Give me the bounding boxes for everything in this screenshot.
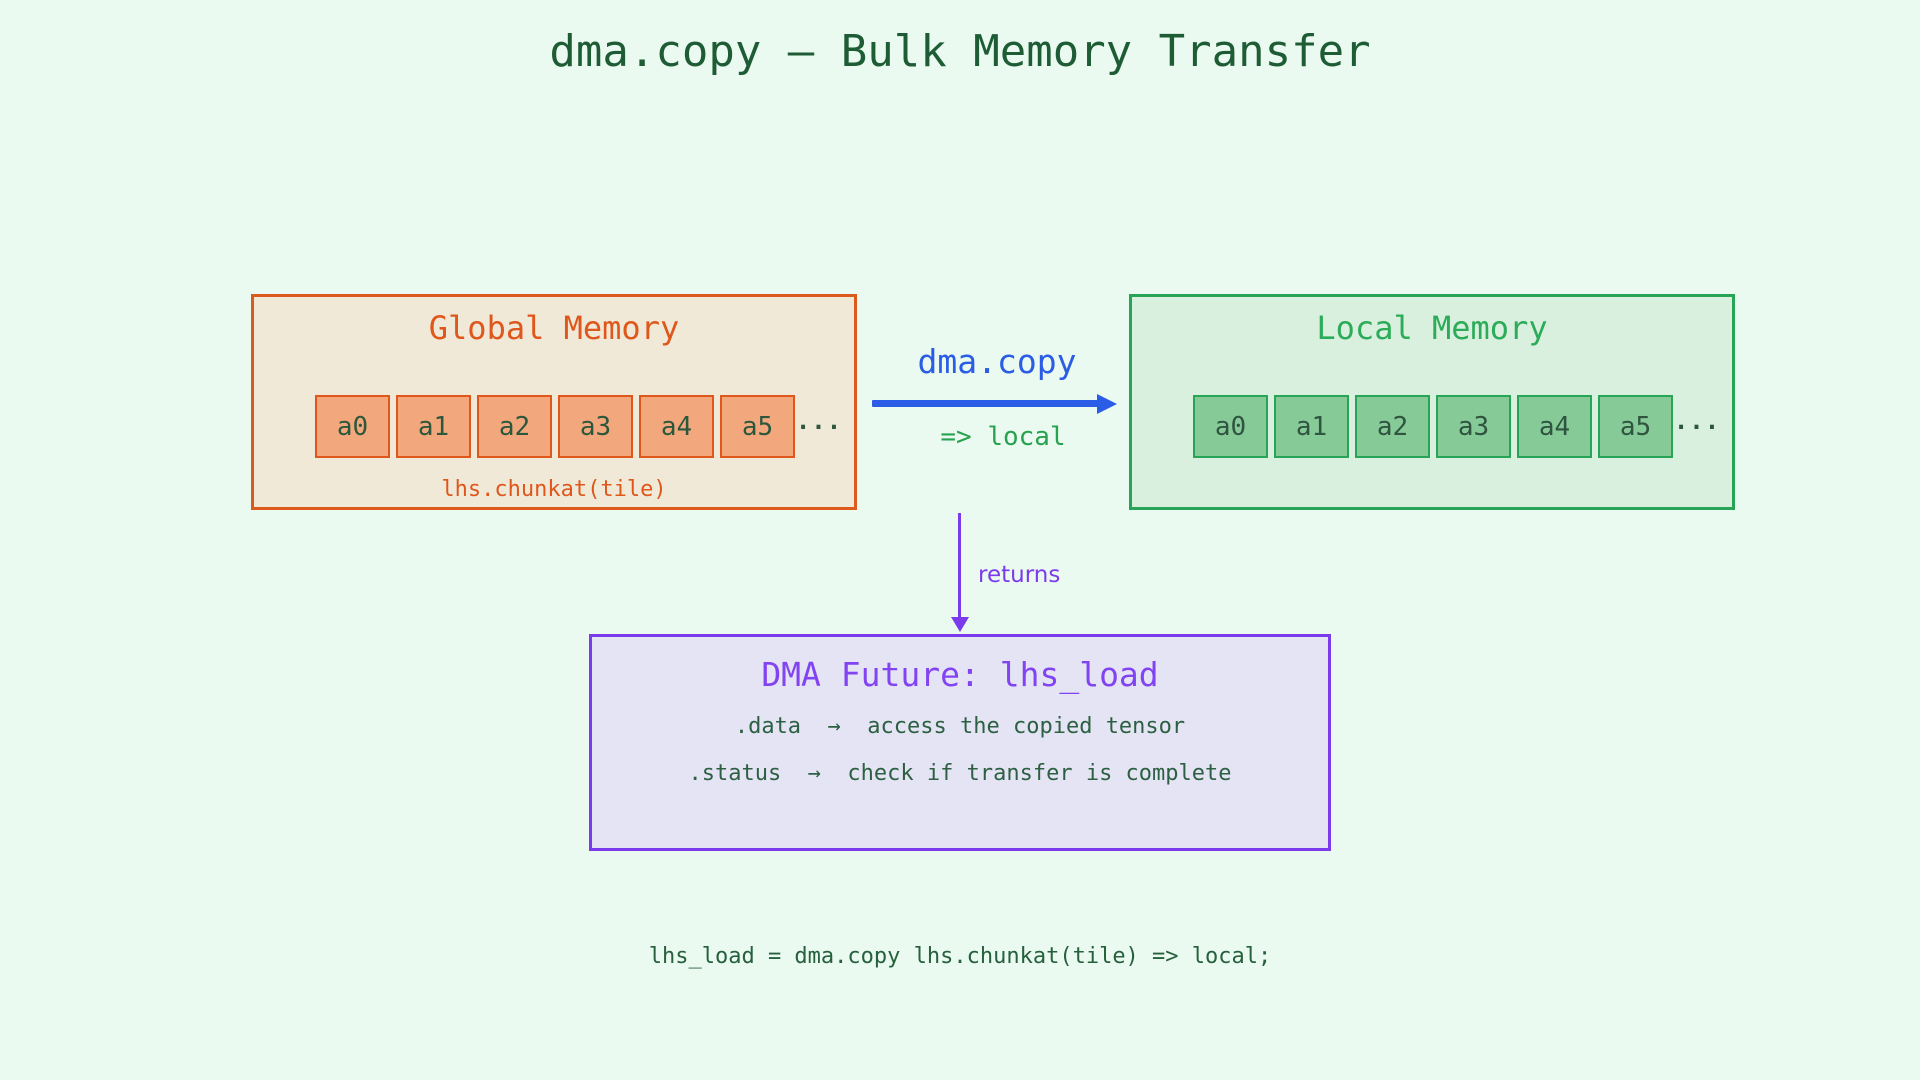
returns-arrow-head-icon — [951, 617, 969, 632]
dma-future-title: DMA Future: lhs_load — [761, 655, 1159, 694]
dma-future-data-line: .data → access the copied tensor — [734, 714, 1186, 739]
returns-arrow-line — [958, 513, 961, 618]
local-memory-box: Local Memory a0 a1 a2 a3 a4 a5 ··· — [1129, 294, 1735, 510]
ellipsis-dots: ··· — [1673, 412, 1721, 441]
memory-cell: a3 — [558, 395, 633, 458]
local-memory-title: Local Memory — [1316, 309, 1548, 347]
local-memory-cells: a0 a1 a2 a3 a4 a5 — [1193, 395, 1673, 458]
transfer-sublabel: => local — [940, 422, 1066, 452]
page-title: dma.copy — Bulk Memory Transfer — [549, 26, 1371, 77]
memory-cell: a0 — [1193, 395, 1268, 458]
memory-cell: a1 — [396, 395, 471, 458]
global-memory-cells: a0 a1 a2 a3 a4 a5 — [315, 395, 795, 458]
returns-label: returns — [978, 562, 1061, 588]
dma-future-status-line: .status → check if transfer is complete — [688, 761, 1232, 786]
ellipsis-dots: ··· — [795, 412, 843, 441]
transfer-arrow-head-icon — [1097, 394, 1117, 414]
memory-cell: a0 — [315, 395, 390, 458]
memory-cell: a5 — [1598, 395, 1673, 458]
memory-cell: a1 — [1274, 395, 1349, 458]
global-memory-title: Global Memory — [428, 309, 680, 347]
memory-cell: a5 — [720, 395, 795, 458]
code-summary-line: lhs_load = dma.copy lhs.chunkat(tile) =>… — [648, 944, 1272, 969]
global-memory-sublabel: lhs.chunkat(tile) — [441, 477, 667, 502]
transfer-arrow-line — [872, 400, 1098, 407]
memory-cell: a4 — [639, 395, 714, 458]
memory-cell: a4 — [1517, 395, 1592, 458]
dma-copy-label: dma.copy — [917, 342, 1077, 381]
memory-cell: a2 — [1355, 395, 1430, 458]
global-memory-box: Global Memory a0 a1 a2 a3 a4 a5 ··· lhs.… — [251, 294, 857, 510]
memory-cell: a3 — [1436, 395, 1511, 458]
memory-cell: a2 — [477, 395, 552, 458]
dma-future-box: DMA Future: lhs_load .data → access the … — [589, 634, 1331, 851]
